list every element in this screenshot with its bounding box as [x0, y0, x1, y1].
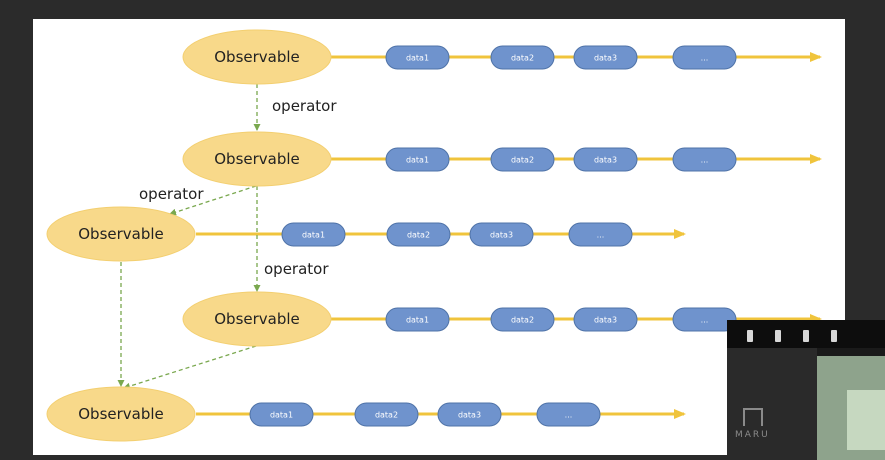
observable-node: [46, 386, 196, 442]
ceiling-light: [747, 330, 753, 342]
observable-label: Observable: [214, 48, 300, 66]
observable-label: Observable: [214, 150, 300, 168]
camera-inset: MARU: [727, 320, 885, 460]
data-item: data3: [573, 45, 638, 70]
operator-label-2: operator: [139, 185, 204, 203]
observable-node: [46, 206, 196, 262]
data-item: data2: [490, 147, 555, 172]
venue-logo-icon: MARU: [735, 408, 773, 446]
ceiling-light: [775, 330, 781, 342]
data-item: data1: [385, 147, 450, 172]
data-item-label: data3: [490, 231, 513, 240]
merge-arrow-right: [123, 345, 257, 390]
data-item: data2: [490, 45, 555, 70]
data-item-label: data2: [375, 411, 398, 420]
data-item: data1: [249, 402, 314, 427]
observable-row-1: Observable data1 data2 data3 ...: [182, 29, 737, 85]
observable-node: [182, 131, 332, 187]
projector-screen-slide: [847, 390, 885, 450]
operator-label-3: operator: [264, 260, 329, 278]
data-item-label: data3: [594, 54, 617, 63]
data-item: data1: [385, 307, 450, 332]
data-item: data3: [573, 147, 638, 172]
data-item-label: data2: [407, 231, 430, 240]
data-item-label: ...: [701, 316, 709, 325]
data-item: ...: [672, 147, 737, 172]
observable-label: Observable: [214, 310, 300, 328]
data-item-label: ...: [701, 54, 709, 63]
data-item: ...: [536, 402, 601, 427]
data-item: ...: [672, 307, 737, 332]
data-item: data1: [281, 222, 346, 247]
data-item: ...: [672, 45, 737, 70]
data-item-label: data1: [270, 411, 293, 420]
data-item-label: data1: [406, 54, 429, 63]
observable-row-5: Observable data1 data2 data3 ...: [46, 386, 601, 442]
data-item-label: ...: [701, 156, 709, 165]
data-item-label: data2: [511, 156, 534, 165]
data-item-label: ...: [597, 231, 605, 240]
ceiling-light: [803, 330, 809, 342]
observable-node: [182, 291, 332, 347]
data-item: data1: [385, 45, 450, 70]
observable-label: Observable: [78, 225, 164, 243]
ceiling-light: [831, 330, 837, 342]
logo-mark: [743, 408, 763, 426]
logo-wordmark: MARU: [735, 430, 770, 440]
data-item: data2: [386, 222, 451, 247]
data-item-label: data1: [406, 156, 429, 165]
data-item-label: data1: [406, 316, 429, 325]
data-item-label: data2: [511, 54, 534, 63]
observable-row-3: Observable data1 data2 data3 ...: [46, 206, 633, 262]
data-item: data2: [490, 307, 555, 332]
data-item-label: ...: [565, 411, 573, 420]
inset-wall: [727, 348, 817, 460]
data-item: ...: [568, 222, 633, 247]
operator-arrow-2: [169, 185, 257, 216]
data-item: data2: [354, 402, 419, 427]
observable-node: [182, 29, 332, 85]
observable-label: Observable: [78, 405, 164, 423]
data-item: data3: [437, 402, 502, 427]
observable-row-4: Observable data1 data2 data3 ...: [182, 291, 737, 347]
observable-row-2: Observable data1 data2 data3 ...: [182, 131, 737, 187]
data-item-label: data3: [594, 316, 617, 325]
data-item-label: data3: [594, 156, 617, 165]
data-item-label: data2: [511, 316, 534, 325]
data-item-label: data1: [302, 231, 325, 240]
operator-label-1: operator: [272, 97, 337, 115]
data-item: data3: [573, 307, 638, 332]
data-item-label: data3: [458, 411, 481, 420]
data-item: data3: [469, 222, 534, 247]
